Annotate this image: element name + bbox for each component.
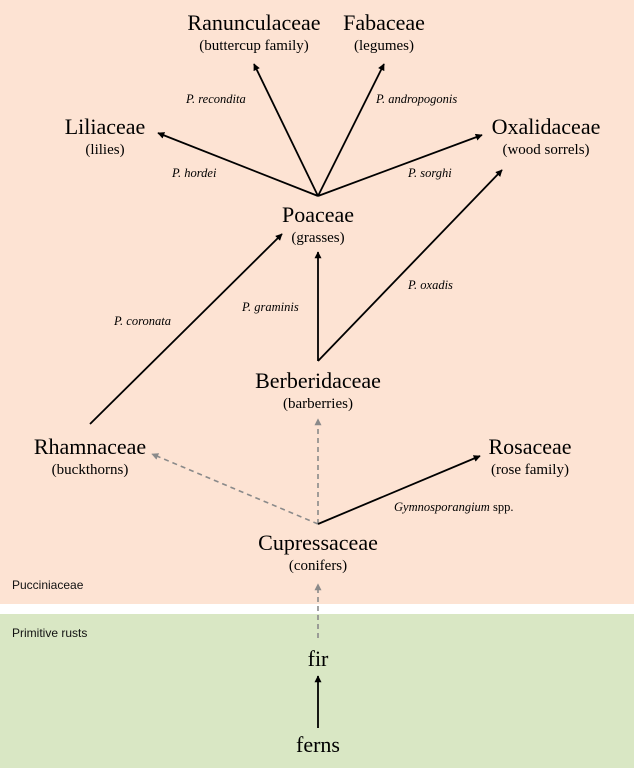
region-label-primitive-rusts: Primitive rusts — [12, 626, 88, 640]
node-common-name: (buttercup family) — [199, 38, 309, 55]
arrow-poaceae-ranunculaceae — [253, 63, 319, 197]
node-liliaceae: Liliaceae (lilies) — [65, 114, 146, 160]
edge-label-andropogonis: P. andropogonis — [376, 92, 458, 106]
node-name: Poaceae — [281, 202, 355, 227]
edge-label-suffix: spp. — [489, 500, 514, 514]
arrow-poaceae-oxalidaceae — [317, 133, 483, 197]
node-name: Ranunculaceae — [187, 10, 321, 35]
arrow-cupressaceae-rhamnaceae — [151, 453, 319, 525]
node-name: Fabaceae — [343, 10, 425, 35]
edge-label-coronata: P. coronata — [114, 314, 171, 328]
node-fir: fir — [308, 646, 329, 671]
node-common-name: (conifers) — [288, 558, 348, 575]
edge-label-recondita: P. recondita — [186, 92, 246, 106]
node-name: Rhamnaceae — [33, 434, 147, 459]
node-common-name: (rose family) — [491, 462, 569, 479]
node-oxalidaceae: Oxalidaceae (wood sorrels) — [492, 114, 601, 160]
arrow-rhamnaceae-poaceae — [89, 233, 283, 425]
edge-label-sorghi: P. sorghi — [408, 166, 452, 180]
node-name: Oxalidaceae — [491, 114, 601, 139]
node-name: fir — [307, 646, 329, 671]
node-cupressaceae: Cupressaceae (conifers) — [258, 530, 378, 576]
edge-label-oxadis: P. oxadis — [408, 278, 453, 292]
node-name: ferns — [296, 732, 340, 757]
node-rosaceae: Rosaceae (rose family) — [488, 434, 571, 480]
node-common-name: (legumes) — [354, 38, 414, 55]
node-common-name: (buckthorns) — [51, 462, 129, 479]
node-common-name: (grasses) — [291, 230, 345, 247]
node-common-name: (wood sorrels) — [502, 142, 590, 159]
node-name: Cupressaceae — [258, 530, 378, 555]
edge-label-gymnosporangium: Gymnosporangium spp. — [394, 500, 513, 515]
node-fabaceae: Fabaceae (legumes) — [343, 10, 425, 56]
arrow-poaceae-fabaceae — [317, 63, 385, 197]
node-common-name: (lilies) — [85, 142, 125, 159]
node-name: Rosaceae — [488, 434, 572, 459]
primitive-rusts-region — [0, 614, 634, 768]
arrow-poaceae-liliaceae — [157, 132, 319, 197]
node-common-name: (barberries) — [283, 396, 353, 413]
region-label-pucciniaceae: Pucciniaceae — [12, 578, 84, 592]
node-poaceae: Poaceae (grasses) — [282, 202, 354, 248]
node-name: Liliaceae — [64, 114, 146, 139]
node-ranunculaceae: Ranunculaceae (buttercup family) — [187, 10, 320, 56]
arrow-cupressaceae-rosaceae — [317, 455, 481, 525]
arrow-berberidaceae-oxalidaceae — [317, 169, 503, 362]
node-name: Berberidaceae — [255, 368, 381, 393]
pucciniaceae-region — [0, 0, 634, 604]
edge-label-hordei: P. hordei — [172, 166, 217, 180]
node-berberidaceae: Berberidaceae (barberries) — [255, 368, 381, 414]
node-rhamnaceae: Rhamnaceae (buckthorns) — [34, 434, 146, 480]
edge-label-genus: Gymnosporangium — [394, 500, 490, 514]
edge-label-graminis: P. graminis — [242, 300, 299, 314]
node-ferns: ferns — [296, 732, 340, 757]
